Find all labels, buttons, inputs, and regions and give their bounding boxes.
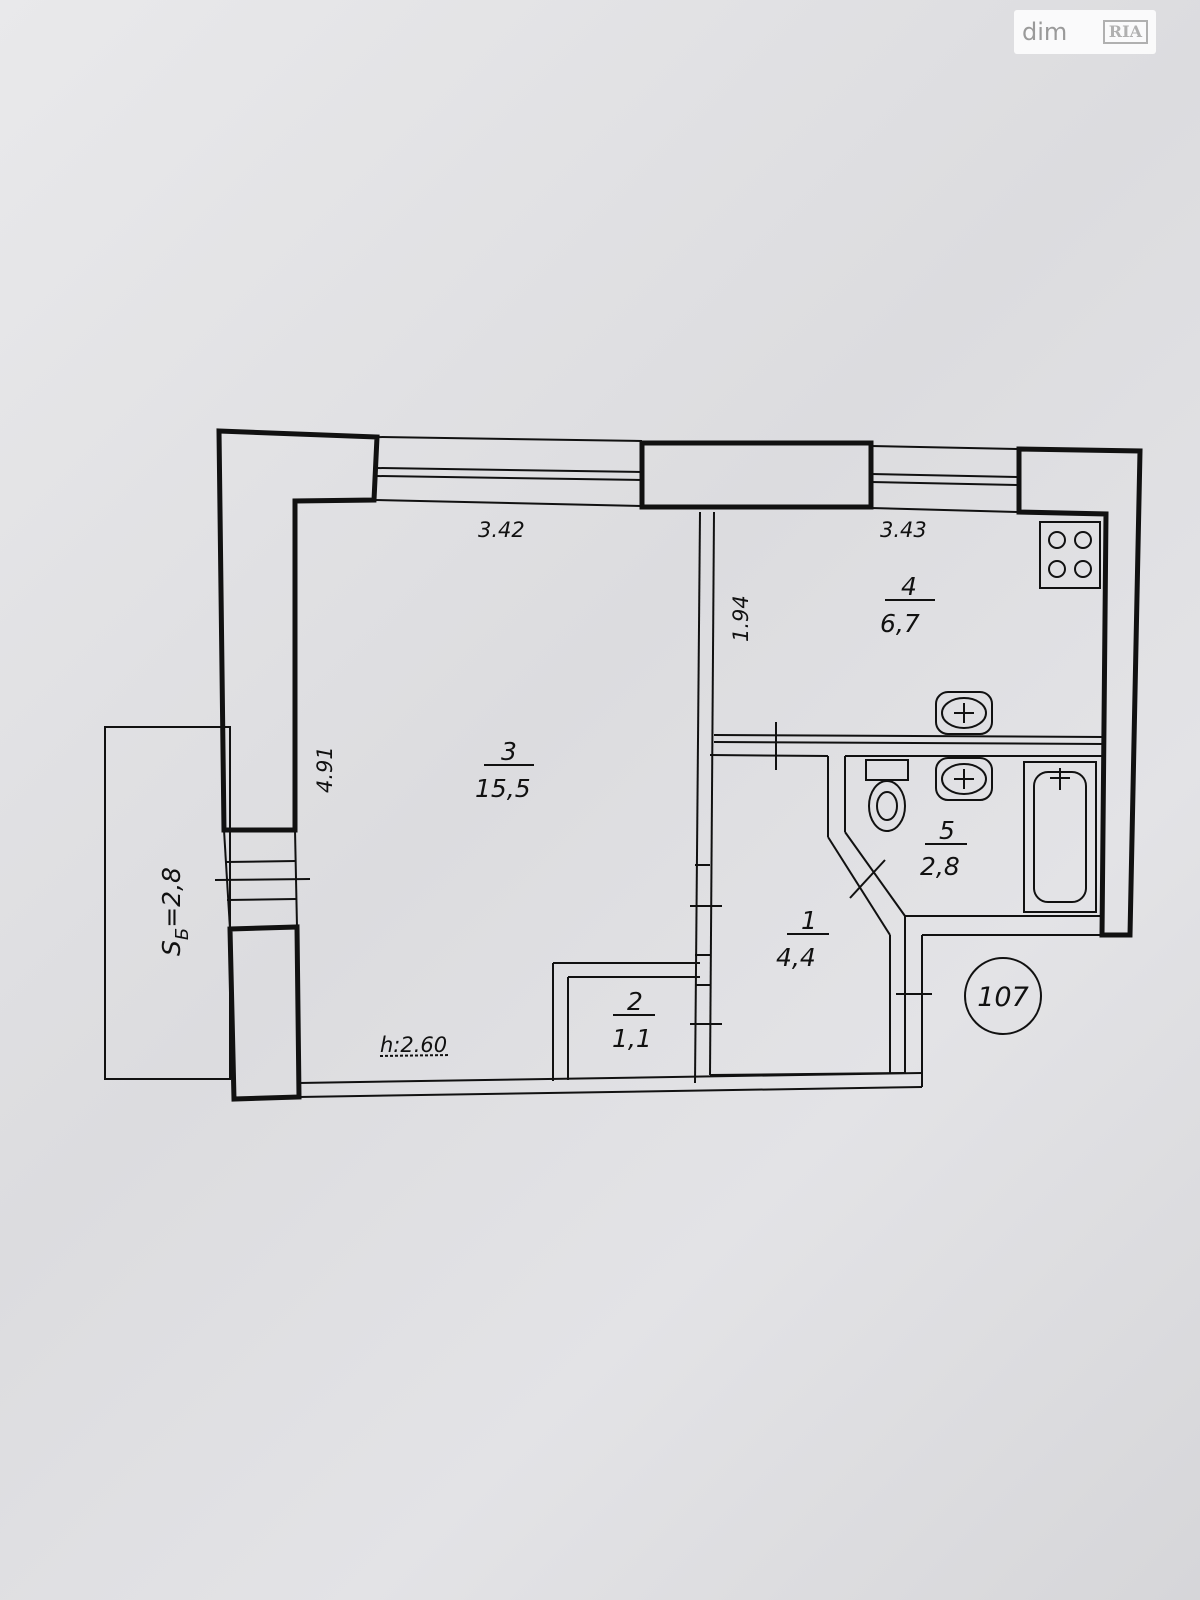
apartment-number-circle	[964, 957, 1042, 1035]
svg-text:SБ=2,8: SБ=2,8	[157, 867, 193, 956]
room-3-area: 15,5	[475, 774, 531, 803]
balcony-label-s: S	[157, 940, 186, 956]
dim-room3-width: 3.42	[478, 518, 525, 542]
room-3-number: 3	[501, 737, 517, 766]
room-5-area: 2,8	[920, 852, 960, 881]
wall-left-lower	[227, 924, 302, 1102]
room-2-area: 1,1	[612, 1024, 652, 1053]
room-4-number: 4	[901, 572, 917, 601]
room-1-area: 4,4	[776, 943, 816, 972]
apartment-number: 107	[977, 982, 1029, 1013]
toilet-icon	[865, 759, 909, 832]
dim-room4-depth: 1.94	[729, 595, 753, 642]
ceiling-height: h:2.60	[380, 1033, 447, 1057]
bathroom-sink-icon	[935, 757, 993, 801]
balcony-area-label: SБ=2,8	[157, 867, 193, 956]
kitchen-sink-icon	[935, 691, 993, 735]
fraction-lines	[484, 599, 967, 1016]
balcony-label-value: =2,8	[157, 867, 186, 928]
room-4-area: 6,7	[880, 609, 920, 638]
stove-icon	[1039, 521, 1101, 589]
balcony-label-sub: Б	[172, 928, 193, 940]
watermark: dim RIA	[1014, 10, 1156, 54]
balcony	[104, 726, 231, 1080]
window-room4	[870, 445, 1020, 513]
door-marks	[690, 722, 932, 1025]
watermark-ria: RIA	[1102, 20, 1148, 44]
wall-pier	[639, 440, 874, 510]
ceiling-height-underline	[379, 1054, 451, 1057]
partitions	[552, 511, 1105, 1084]
room-1-number: 1	[801, 906, 817, 935]
room-2-number: 2	[627, 987, 643, 1016]
window-room3	[373, 436, 643, 507]
dim-room4-width: 3.43	[880, 518, 927, 542]
dim-room3-depth: 4.91	[313, 746, 337, 793]
bathtub-icon	[1023, 761, 1097, 913]
wall-left-upper	[216, 428, 380, 833]
room-5-number: 5	[939, 816, 955, 845]
watermark-dim: dim	[1022, 18, 1068, 46]
balcony-door	[214, 829, 311, 930]
